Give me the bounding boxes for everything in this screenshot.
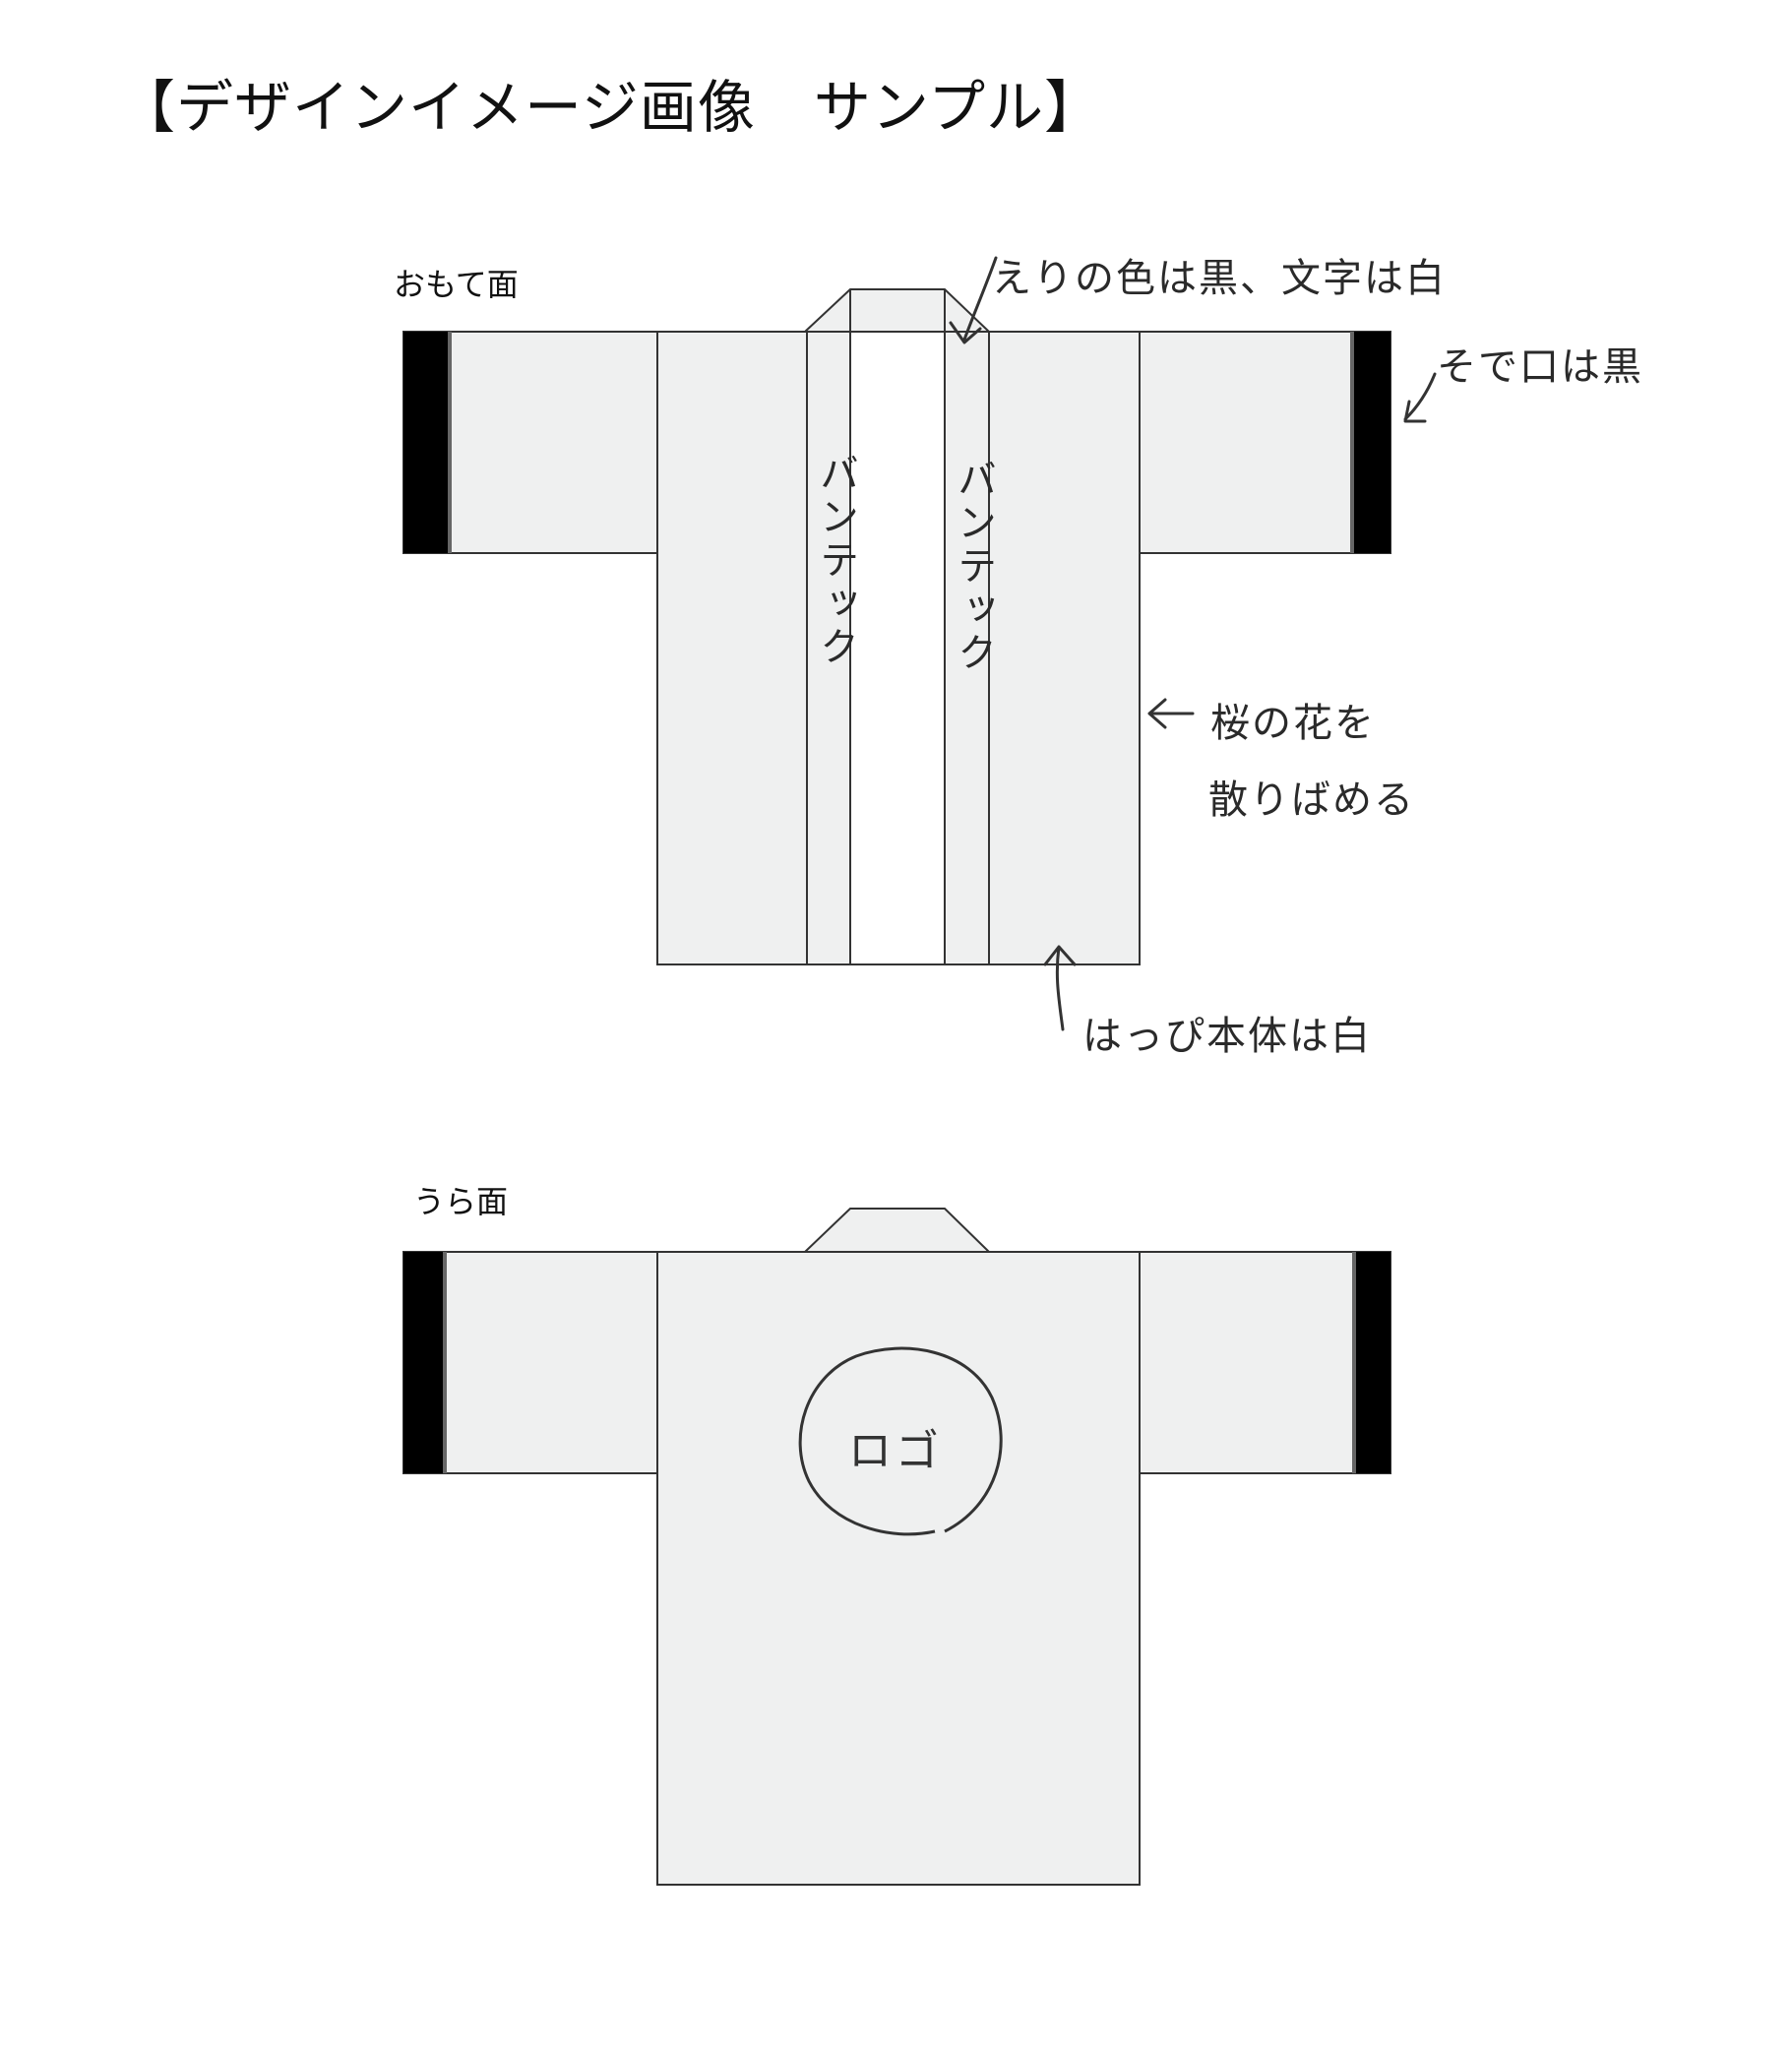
- page-title: 【デザインイメージ画像 サンプル】: [118, 74, 1103, 141]
- flowers-annotation-line1: 桜の花を: [1210, 701, 1376, 746]
- logo-circle: [798, 1346, 1003, 1536]
- logo-placeholder-text: ロゴ: [848, 1426, 943, 1476]
- front-collar-band-right: [944, 331, 990, 965]
- back-collar: [802, 1208, 992, 1253]
- back-body: [656, 1251, 1141, 1886]
- front-left-cuff: [403, 332, 448, 553]
- back-view-label: うら面: [413, 1183, 509, 1220]
- front-right-cuff: [1354, 332, 1390, 553]
- body-arrow-icon: [1043, 945, 1077, 1031]
- collar-annotation: えりの色は黒、文字は白: [992, 256, 1447, 301]
- collar-arrow-icon: [949, 256, 998, 344]
- back-left-cuff: [403, 1252, 443, 1473]
- flowers-arrow-icon: [1147, 698, 1195, 729]
- flowers-annotation-line2: 散りばめる: [1208, 777, 1415, 823]
- sleeve-arrow-icon: [1403, 372, 1437, 423]
- back-right-cuff: [1356, 1252, 1390, 1473]
- front-collar-band-left: [806, 331, 851, 965]
- back-right-sleeve: [1137, 1251, 1391, 1474]
- front-view-label: おもて面: [394, 266, 519, 303]
- sleeve-annotation: そで口は黒: [1437, 344, 1643, 390]
- front-collar-neck: [802, 288, 992, 333]
- body-annotation: はっぴ本体は白: [1082, 1014, 1372, 1059]
- front-opening: [849, 331, 946, 965]
- collar-text-left: バンテック: [813, 453, 858, 669]
- collar-text-right: バンテック: [951, 459, 996, 675]
